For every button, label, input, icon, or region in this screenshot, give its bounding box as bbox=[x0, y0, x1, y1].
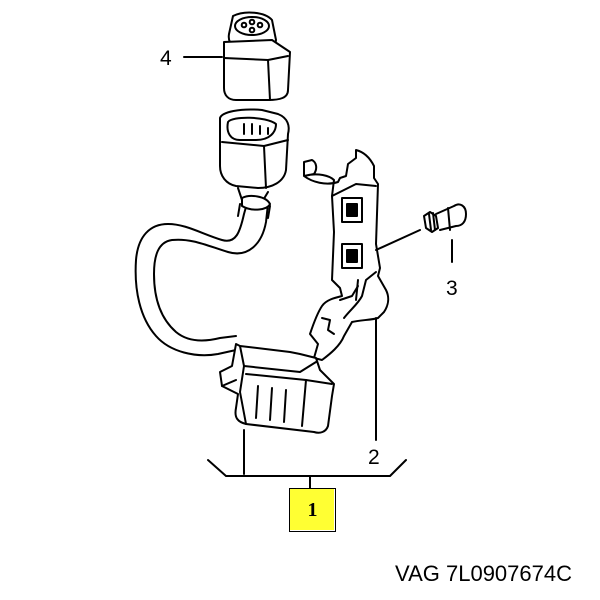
callout-label-4: 4 bbox=[160, 47, 172, 70]
callout-label-2: 2 bbox=[368, 446, 380, 469]
sensor-connector-housing bbox=[219, 108, 290, 203]
sensor-cable bbox=[134, 195, 271, 357]
bolt-part-3 bbox=[423, 203, 467, 233]
leader-line-3-bolt bbox=[375, 229, 421, 251]
mounting-bracket-part-2 bbox=[303, 149, 390, 361]
highlight-box bbox=[289, 488, 334, 530]
callout-label-3: 3 bbox=[446, 277, 458, 300]
part-number-caption: VAG 7L0907674C bbox=[395, 561, 572, 586]
callout-label-1-highlighted: 1 bbox=[289, 488, 336, 532]
connector-plug-part-4 bbox=[223, 11, 291, 101]
group-bracket-1 bbox=[207, 459, 407, 477]
sensor-body bbox=[219, 343, 335, 434]
